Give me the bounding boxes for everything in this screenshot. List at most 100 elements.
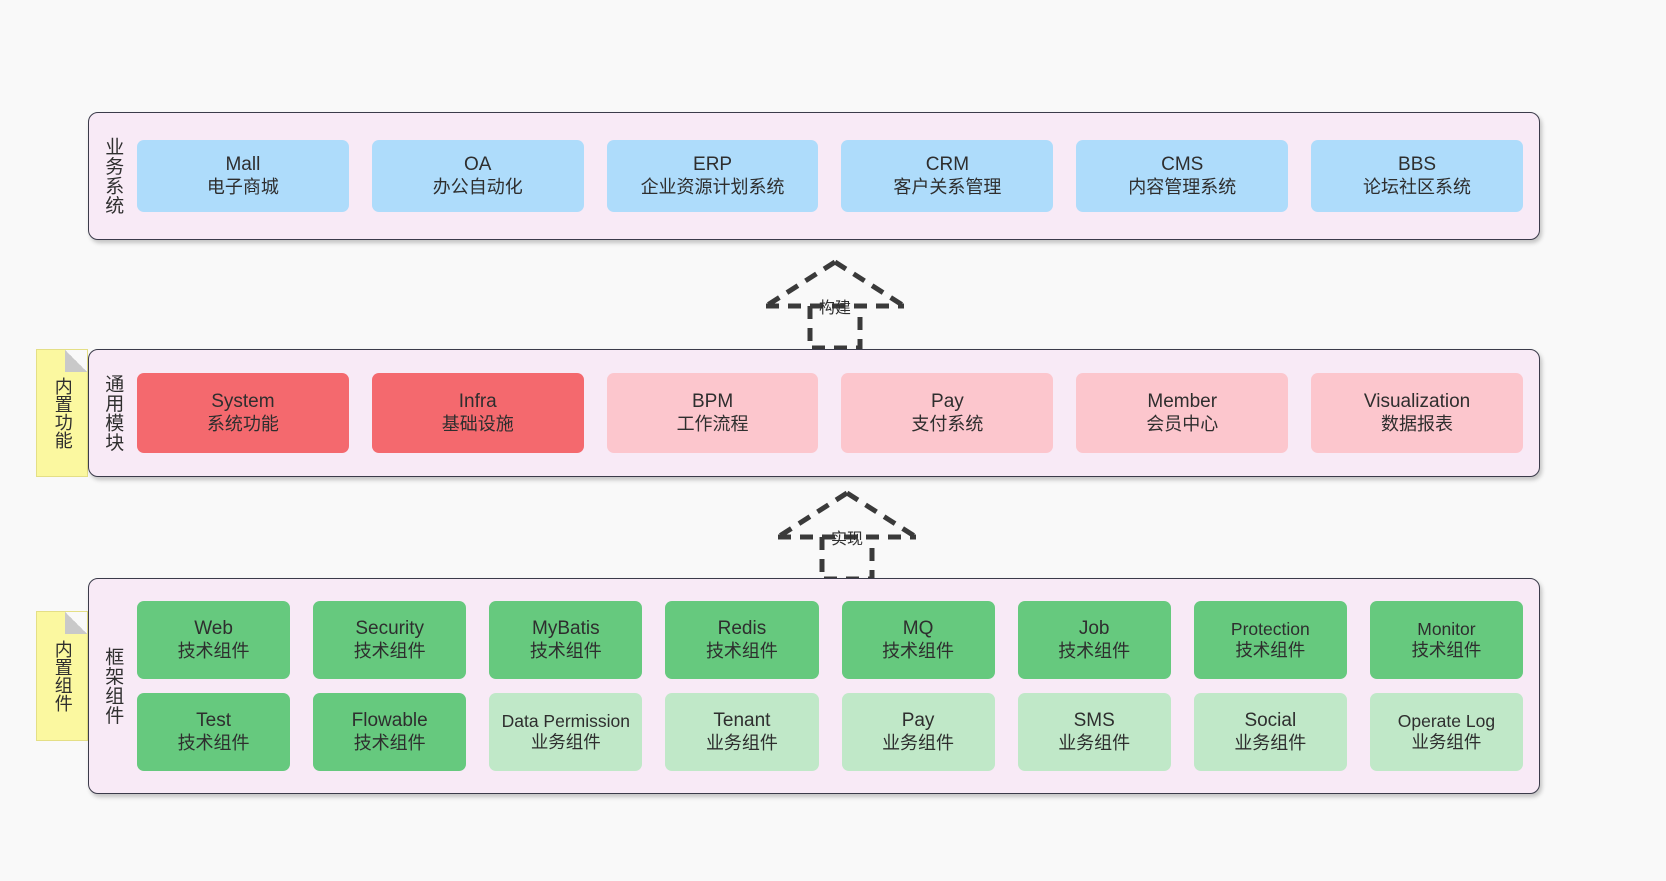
block-member[interactable]: Member 会员中心 xyxy=(1076,373,1289,453)
block-subtitle: 技术组件 xyxy=(177,640,250,661)
block-title: Operate Log xyxy=(1397,710,1496,731)
block-title: CRM xyxy=(925,154,970,176)
block-subtitle: 技术组件 xyxy=(353,640,426,661)
layer-label-common-module: 通用模块 xyxy=(102,374,124,452)
connector-realize: 实现 xyxy=(772,489,922,583)
block-subtitle: 技术组件 xyxy=(1058,640,1131,661)
block-title: Tenant xyxy=(713,710,771,732)
block-flowable[interactable]: Flowable 技术组件 xyxy=(313,693,467,771)
block-subtitle: 技术组件 xyxy=(1235,640,1306,660)
note-label: 内置功能 xyxy=(52,377,73,449)
block-bpm[interactable]: BPM 工作流程 xyxy=(606,373,819,453)
block-pay-business[interactable]: Pay 业务组件 xyxy=(841,693,995,771)
block-subtitle: 业务组件 xyxy=(882,732,955,753)
block-subtitle: 业务组件 xyxy=(1411,732,1482,752)
block-title: Visualization xyxy=(1363,391,1471,413)
block-subtitle: 内容管理系统 xyxy=(1128,176,1237,197)
block-test[interactable]: Test 技术组件 xyxy=(137,693,291,771)
block-title: CMS xyxy=(1161,154,1204,176)
block-title: Flowable xyxy=(351,710,428,732)
layer-row: Test 技术组件 Flowable 技术组件 Data Permission … xyxy=(137,693,1523,771)
block-infra[interactable]: Infra 基础设施 xyxy=(371,373,584,453)
block-title: Pay xyxy=(931,391,964,413)
block-subtitle: 技术组件 xyxy=(353,732,426,753)
block-subtitle: 基础设施 xyxy=(441,413,514,434)
connector-label-realize: 实现 xyxy=(830,531,864,548)
block-protection[interactable]: Protection 技术组件 xyxy=(1193,601,1347,679)
layer-framework-component: 框架组件 Web 技术组件 Security 技术组件 MyBatis 技术组件… xyxy=(88,578,1540,794)
layer-business-system: 业务系统 Mall 电子商城 OA 办公自动化 ERP 企业资源计划系统 CRM… xyxy=(88,112,1540,240)
block-title: Social xyxy=(1244,710,1297,732)
block-title: MyBatis xyxy=(532,618,600,640)
block-subtitle: 企业资源计划系统 xyxy=(640,176,785,197)
block-operate-log[interactable]: Operate Log 业务组件 xyxy=(1369,693,1523,771)
layer-label-framework-component: 框架组件 xyxy=(102,647,124,725)
block-subtitle: 支付系统 xyxy=(911,413,984,434)
block-title: Protection xyxy=(1230,618,1310,639)
block-subtitle: 办公自动化 xyxy=(432,176,523,197)
block-mall[interactable]: Mall 电子商城 xyxy=(137,140,349,212)
block-job[interactable]: Job 技术组件 xyxy=(1017,601,1171,679)
block-title: Security xyxy=(355,618,424,640)
connector-build: 构建 xyxy=(760,258,910,352)
note-label: 内置组件 xyxy=(52,640,73,712)
note-builtin-function: 内置功能 xyxy=(36,349,88,477)
block-subtitle: 业务组件 xyxy=(530,732,601,752)
block-subtitle: 技术组件 xyxy=(882,640,955,661)
block-sms[interactable]: SMS 业务组件 xyxy=(1017,693,1171,771)
block-title: BBS xyxy=(1398,154,1437,176)
block-title: System xyxy=(211,391,275,413)
block-mq[interactable]: MQ 技术组件 xyxy=(841,601,995,679)
block-title: ERP xyxy=(693,154,733,176)
block-title: OA xyxy=(464,154,492,176)
block-web[interactable]: Web 技术组件 xyxy=(137,601,291,679)
block-crm[interactable]: CRM 客户关系管理 xyxy=(841,140,1054,212)
block-subtitle: 业务组件 xyxy=(1058,732,1131,753)
block-monitor[interactable]: Monitor 技术组件 xyxy=(1369,601,1523,679)
block-data-permission[interactable]: Data Permission 业务组件 xyxy=(489,693,643,771)
layer-common-module: 通用模块 System 系统功能 Infra 基础设施 BPM 工作流程 Pay… xyxy=(88,349,1540,477)
block-title: SMS xyxy=(1073,710,1115,732)
block-subtitle: 技术组件 xyxy=(177,732,250,753)
block-social[interactable]: Social 业务组件 xyxy=(1193,693,1347,771)
block-subtitle: 技术组件 xyxy=(1411,640,1482,660)
block-subtitle: 客户关系管理 xyxy=(893,176,1002,197)
block-title: Job xyxy=(1078,618,1110,640)
block-mybatis[interactable]: MyBatis 技术组件 xyxy=(489,601,643,679)
block-title: Test xyxy=(196,710,231,732)
block-pay[interactable]: Pay 支付系统 xyxy=(841,373,1054,453)
block-visualization[interactable]: Visualization 数据报表 xyxy=(1311,373,1523,453)
block-cms[interactable]: CMS 内容管理系统 xyxy=(1076,140,1289,212)
block-subtitle: 电子商城 xyxy=(206,176,279,197)
block-title: Member xyxy=(1147,391,1218,413)
block-title: Mall xyxy=(225,154,261,176)
block-bbs[interactable]: BBS 论坛社区系统 xyxy=(1311,140,1523,212)
block-title: Data Permission xyxy=(501,710,630,731)
layer-row: Web 技术组件 Security 技术组件 MyBatis 技术组件 Redi… xyxy=(137,601,1523,679)
connector-label-build: 构建 xyxy=(818,300,852,317)
block-subtitle: 技术组件 xyxy=(705,640,778,661)
block-system[interactable]: System 系统功能 xyxy=(137,373,349,453)
layer-row: Mall 电子商城 OA 办公自动化 ERP 企业资源计划系统 CRM 客户关系… xyxy=(137,140,1523,212)
block-subtitle: 数据报表 xyxy=(1381,413,1454,434)
block-subtitle: 工作流程 xyxy=(676,413,749,434)
dashed-generalization-arrow-icon xyxy=(764,259,906,351)
layer-row: System 系统功能 Infra 基础设施 BPM 工作流程 Pay 支付系统… xyxy=(137,373,1523,453)
block-oa[interactable]: OA 办公自动化 xyxy=(371,140,584,212)
block-title: Infra xyxy=(458,391,497,413)
block-erp[interactable]: ERP 企业资源计划系统 xyxy=(606,140,819,212)
layer-body-framework-component: Web 技术组件 Security 技术组件 MyBatis 技术组件 Redi… xyxy=(135,579,1539,793)
block-subtitle: 业务组件 xyxy=(1234,732,1307,753)
note-builtin-component: 内置组件 xyxy=(36,611,88,741)
block-redis[interactable]: Redis 技术组件 xyxy=(665,601,819,679)
block-subtitle: 论坛社区系统 xyxy=(1363,176,1472,197)
block-title: Monitor xyxy=(1417,618,1476,639)
block-title: BPM xyxy=(691,391,734,413)
layer-label-business-system: 业务系统 xyxy=(102,137,124,215)
block-title: Redis xyxy=(717,618,767,640)
block-subtitle: 技术组件 xyxy=(529,640,602,661)
block-subtitle: 业务组件 xyxy=(705,732,778,753)
block-tenant[interactable]: Tenant 业务组件 xyxy=(665,693,819,771)
block-security[interactable]: Security 技术组件 xyxy=(313,601,467,679)
block-title: Web xyxy=(194,618,233,640)
